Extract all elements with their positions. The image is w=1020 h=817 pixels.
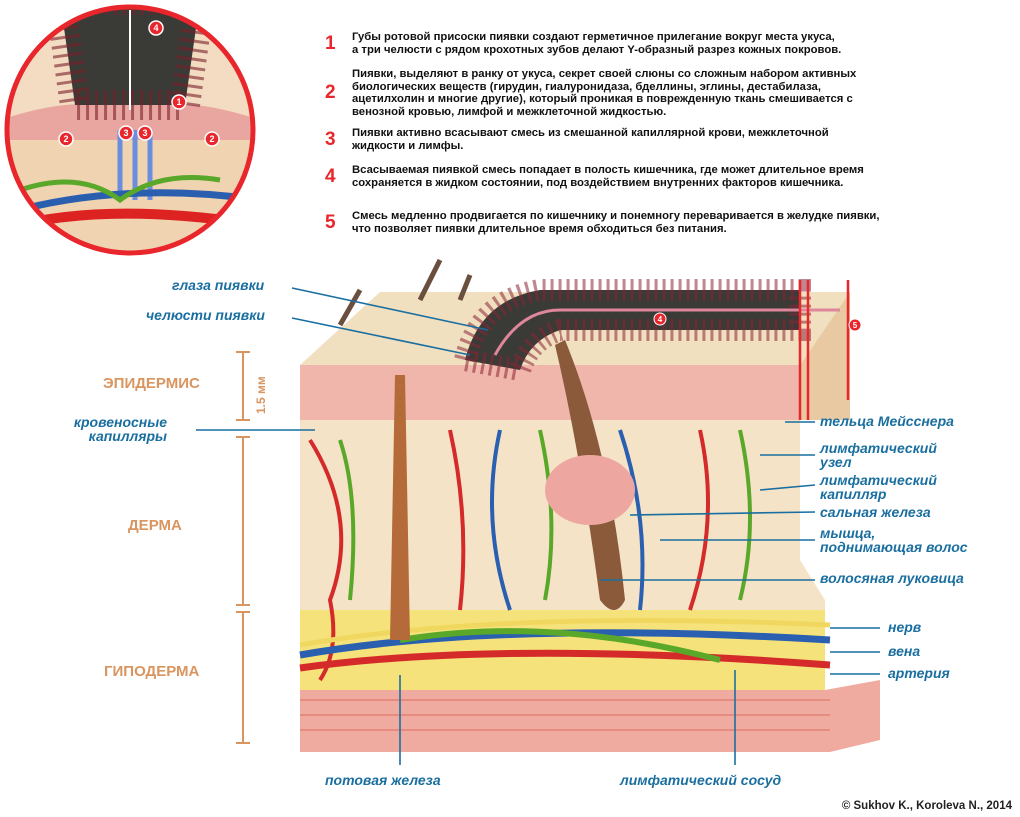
label-artery: артерия	[888, 665, 950, 681]
note-text: Губы ротовой присоски пиявки создают гер…	[352, 31, 842, 56]
label-lymph-vessel: лимфатический сосуд	[620, 772, 782, 788]
inset-marker: 3	[123, 128, 128, 138]
layer-epidermis: ЭПИДЕРМИС	[103, 375, 200, 392]
label-capillaries: кровеносные капилляры	[73, 414, 167, 444]
layer-dermis: ДЕРМА	[128, 517, 182, 534]
label-nerve: нерв	[888, 619, 922, 635]
worm-marker: 4	[658, 315, 663, 324]
note-number: 4	[325, 165, 336, 187]
inset-marker: 3	[142, 128, 147, 138]
leech: 4 5	[451, 279, 862, 420]
label-muscle: мышца, поднимающая волос	[820, 525, 968, 555]
layer-hypodermis: ГИПОДЕРМА	[104, 663, 200, 680]
inset-marker: 2	[209, 134, 214, 144]
note-number: 2	[325, 82, 336, 104]
note-3: 3 Пиявки активно всасывают смесь из смеша…	[325, 127, 1015, 152]
label-vein: вена	[888, 643, 921, 659]
inset-marker: 2	[63, 134, 68, 144]
label-jaws: челюсти пиявки	[146, 307, 265, 323]
inset-marker: 1	[176, 97, 181, 107]
label-eyes: глаза пиявки	[172, 277, 265, 293]
copyright: © Sukhov K., Koroleva N., 2014	[841, 800, 1012, 812]
worm-marker: 5	[853, 321, 858, 330]
note-number: 5	[325, 211, 336, 233]
label-lymph-node: лимфатический узел	[820, 440, 937, 470]
note-2: 2 Пиявки, выделяют в ранку от укуса, секр…	[325, 68, 1015, 118]
inset-bite-closeup: 1 2 2 3 3 4	[4, 4, 256, 256]
note-text: Пиявки, выделяют в ранку от укуса, секре…	[352, 68, 857, 118]
layer-scale	[236, 351, 250, 744]
label-sebaceous: сальная железа	[820, 504, 931, 520]
note-text: Всасываемая пиявкой смесь попадает в пол…	[352, 164, 864, 189]
note-4: 4 Всасываемая пиявкой смесь попадает в по…	[325, 164, 1015, 189]
note-text: Смесь медленно продвигается по кишечнику…	[352, 210, 880, 235]
note-1: 1 Губы ротовой присоски пиявки создают ге…	[325, 31, 1015, 56]
label-meissner: тельца Мейсснера	[820, 413, 954, 429]
inset-marker: 4	[153, 23, 158, 33]
scale-label: 1.5 мм	[254, 376, 268, 414]
leader-lines	[196, 287, 880, 765]
label-lymph-capillary: лимфатический капилляр	[820, 472, 937, 502]
note-number: 3	[325, 128, 336, 150]
label-sweat-gland: потовая железа	[325, 772, 441, 788]
note-number: 1	[325, 32, 336, 54]
note-5: 5 Смесь медленно продвигается по кишечник…	[325, 210, 1015, 235]
note-text: Пиявки активно всасывают смесь из смешан…	[352, 127, 829, 152]
label-bulb: волосяная луковица	[820, 570, 964, 586]
